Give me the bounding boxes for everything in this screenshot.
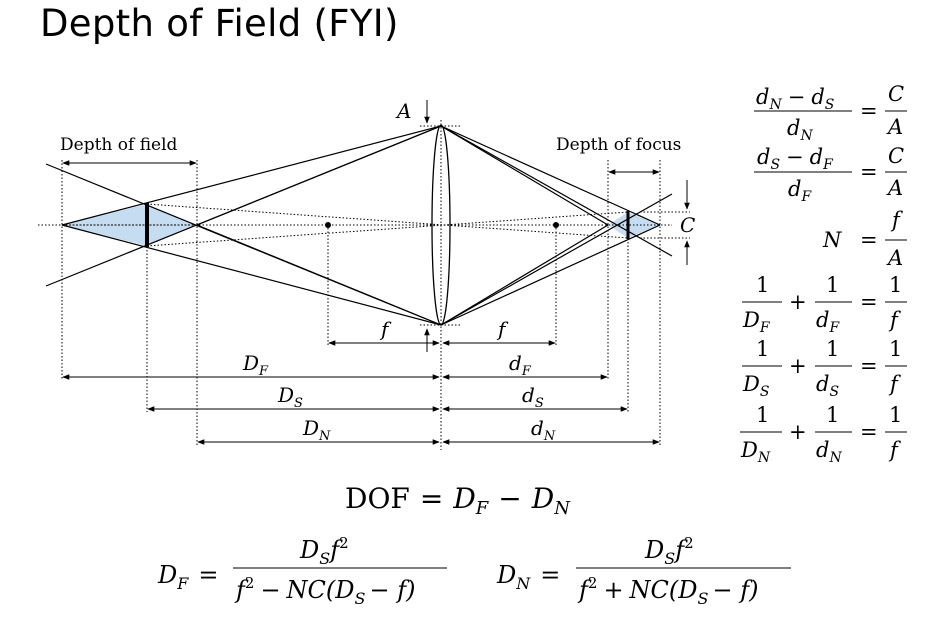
svg-text:DOF=DF−DN: DOF=DF−DN xyxy=(345,482,571,519)
aperture-label: A xyxy=(395,99,411,123)
svg-text:=: = xyxy=(860,290,878,314)
svg-text:+: + xyxy=(789,420,807,444)
chief-rays xyxy=(62,203,629,247)
svg-text:1: 1 xyxy=(826,337,839,361)
svg-text:1: 1 xyxy=(756,337,769,361)
svg-text:1: 1 xyxy=(826,403,839,427)
svg-text:DN=: DN= xyxy=(496,561,560,593)
svg-text:A: A xyxy=(886,115,903,139)
focal-point-back xyxy=(553,222,559,228)
equation-DOF: DOF=DF−DN xyxy=(345,482,571,519)
svg-text:=: = xyxy=(860,160,878,184)
equation-dS-dF: dS−dF dF = C A xyxy=(754,144,907,205)
depth-of-focus-label: Depth of focus xyxy=(556,135,681,155)
focal-point-front xyxy=(325,222,331,228)
DN-label: DN xyxy=(302,416,331,444)
guide-lines xyxy=(61,160,690,445)
dF-label: dF xyxy=(509,351,532,379)
svg-text:f2−NC(DS− f): f2−NC(DS− f) xyxy=(234,574,415,608)
svg-text:C: C xyxy=(888,144,904,168)
svg-text:+: + xyxy=(789,290,807,314)
svg-text:f: f xyxy=(888,372,901,396)
page-title: Depth of Field (FYI) xyxy=(40,2,399,45)
object-side-rays xyxy=(45,125,442,326)
DS-label: DS xyxy=(277,383,303,411)
dN-label: dN xyxy=(531,416,556,444)
svg-text:1: 1 xyxy=(756,403,769,427)
svg-text:=: = xyxy=(860,228,878,252)
svg-text:A: A xyxy=(886,246,903,270)
svg-text:dF: dF xyxy=(788,177,812,205)
svg-text:DSf2: DSf2 xyxy=(644,534,694,568)
equation-DN-formula: DN= DSf2 f2+NC(DS− f) xyxy=(496,534,791,608)
equation-N: N = f A xyxy=(822,208,907,270)
svg-text:dF: dF xyxy=(816,308,840,336)
svg-text:=: = xyxy=(860,354,878,378)
equation-lens-DF: 1 DF + 1 dF = 1 f xyxy=(742,273,907,336)
svg-text:1: 1 xyxy=(889,403,902,427)
dS-label: dS xyxy=(522,383,544,411)
focal-length-back-label: f xyxy=(496,317,509,341)
svg-text:=: = xyxy=(860,420,878,444)
svg-text:DSf2: DSf2 xyxy=(299,534,349,568)
coc-label: C xyxy=(680,213,695,237)
svg-text:dS−dF: dS−dF xyxy=(757,145,834,173)
svg-text:A: A xyxy=(886,176,903,200)
svg-text:f: f xyxy=(888,438,901,462)
svg-text:=: = xyxy=(860,99,878,123)
svg-text:1: 1 xyxy=(756,273,769,297)
svg-text:1: 1 xyxy=(889,273,902,297)
DF-label: DF xyxy=(242,351,269,379)
svg-text:+: + xyxy=(789,354,807,378)
svg-text:dN: dN xyxy=(816,438,842,466)
focal-length-front-label: f xyxy=(379,317,392,341)
svg-text:DS: DS xyxy=(742,372,769,400)
svg-text:N: N xyxy=(822,228,842,252)
equation-lens-DS: 1 DS + 1 dS = 1 f xyxy=(742,337,907,400)
svg-text:1: 1 xyxy=(826,273,839,297)
svg-text:DN: DN xyxy=(740,438,771,466)
equation-DF-formula: DF= DSf2 f2−NC(DS− f) xyxy=(157,534,447,608)
svg-text:C: C xyxy=(888,82,904,106)
svg-text:1: 1 xyxy=(889,337,902,361)
svg-text:f2+NC(DS− f): f2+NC(DS− f) xyxy=(577,574,758,608)
equation-lens-DN: 1 DN + 1 dN = 1 f xyxy=(740,403,907,466)
svg-text:f: f xyxy=(888,308,901,332)
svg-text:f: f xyxy=(890,208,903,232)
svg-text:DF=: DF= xyxy=(157,561,218,593)
svg-text:dN−dS: dN−dS xyxy=(756,85,834,113)
equation-dN-dS: dN−dS dN = C A xyxy=(754,82,907,144)
depth-of-field-label: Depth of field xyxy=(60,135,178,155)
svg-text:dS: dS xyxy=(816,372,839,400)
svg-text:dN: dN xyxy=(787,116,813,144)
svg-text:DF: DF xyxy=(742,308,771,336)
